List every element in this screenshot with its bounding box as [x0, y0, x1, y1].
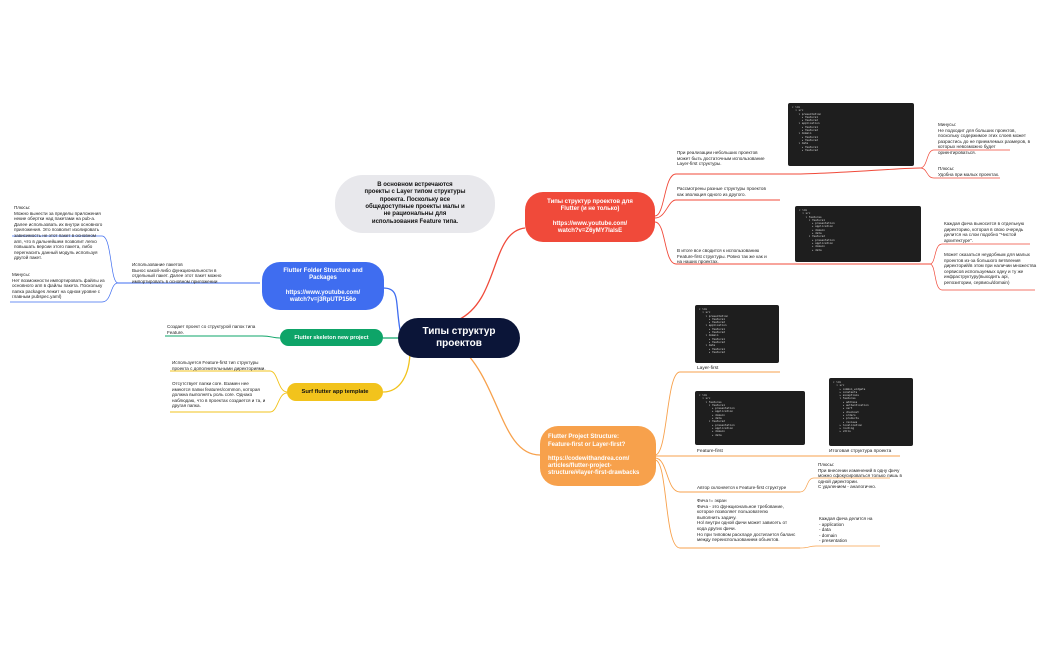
orange-note-pluses[interactable]: Плюсы: При внесении изменений в одну фич…	[818, 462, 902, 490]
orange-note-layers[interactable]: Каждая фича делится на - application - d…	[819, 516, 873, 544]
branch-red[interactable]: Типы структур проектов для Flutter (и не…	[525, 192, 655, 242]
orange-note-author[interactable]: Автор склоняется к Feature-first структу…	[697, 485, 787, 490]
connector-red-n1	[654, 167, 921, 217]
connector-orange-top	[654, 371, 780, 456]
connector-red-feat2	[929, 263, 1035, 291]
connector-orange-def	[654, 459, 800, 549]
red-note-feature-dirs[interactable]: Каждая фича выносится в отдельную директ…	[944, 221, 1025, 243]
red-note-feature-first[interactable]: В итоге все сводится к использованию Fea…	[677, 248, 767, 265]
connector-yellow-n1	[170, 370, 288, 393]
connector-blue-pluses	[12, 235, 119, 284]
orange-note-feature-def[interactable]: Фича != экран Фича - это функциональное …	[697, 498, 796, 543]
code-feature-first: ▾ lib ▾ src ▾ features ▾ feature1 ▸ pres…	[695, 391, 805, 445]
connector-center-blue	[382, 287, 401, 331]
code-layer-first: ▾ lib ▾ src ▾ presentation ▸ feature1 ▸ …	[695, 305, 779, 363]
connector-blue-minuses	[10, 282, 119, 303]
caption-feature-first: Feature-first	[697, 449, 723, 454]
code-layer-first-small: ▾ lib ▾ src ▾ presentation ▸ feature1 ▸ …	[788, 103, 914, 166]
intro-note[interactable]: В основном встречаются проекты с Layer т…	[335, 175, 495, 233]
yellow-note-feature-first[interactable]: Используется Feature-first тип структуры…	[172, 360, 266, 371]
connector-orange-pluses	[799, 477, 890, 493]
connector-red-minus	[919, 149, 1010, 169]
caption-layer-first: Layer-first	[697, 366, 719, 371]
branch-green[interactable]: Flutter skeleton new project	[280, 329, 383, 346]
connector-center-yellow	[382, 349, 411, 393]
red-note-layer-small[interactable]: При реализации небольших проектов может …	[677, 150, 765, 167]
blue-note-packages[interactable]: Использование пакетов Вынос какой-либо ф…	[132, 262, 222, 284]
branch-yellow[interactable]: Surf flutter app template	[287, 383, 383, 401]
connector-center-red	[457, 227, 526, 321]
connector-green-n1	[165, 335, 281, 339]
connector-red-n2	[654, 199, 780, 219]
connector-orange-layers	[799, 545, 880, 549]
blue-note-pluses[interactable]: Плюсы: Можно вынести за пределы приложен…	[14, 205, 103, 261]
green-note-skeleton[interactable]: Создает проект со структурой папок типа …	[167, 324, 256, 335]
blue-note-minuses[interactable]: Минусы: Нет возможности импортировать фа…	[12, 272, 105, 300]
connector-yellow-n2	[170, 392, 288, 413]
connector-orange-author	[654, 457, 800, 493]
code-feature-first-small: ▾ lib ▾ src ▾ features ▾ feature1 ▸ pres…	[795, 206, 921, 262]
caption-final-structure: Итоговая структура проекта	[829, 449, 892, 454]
code-final-structure: ▾ lib ▾ src ▸ common_widgets ▸ constants…	[829, 378, 913, 446]
red-note-feature-drawback[interactable]: Может оказаться неудобным для малых прое…	[944, 252, 1037, 285]
red-note-pluses[interactable]: Плюсы: Удобна при малых проектах.	[938, 166, 1000, 177]
yellow-note-common[interactable]: Отсутствует папки core. Взамен нее имеют…	[172, 381, 266, 409]
branch-orange[interactable]: Flutter Project Structure: Feature-first…	[540, 426, 656, 486]
branch-blue[interactable]: Flutter Folder Structure and Packages ht…	[262, 262, 384, 310]
connector-red-n3	[654, 221, 930, 265]
connector-red-plus	[919, 167, 1000, 179]
connector-red-feat1	[929, 243, 1030, 265]
connector-center-orange	[457, 344, 541, 456]
red-note-minuses[interactable]: Минусы: Не подходит для больших проектов…	[938, 122, 1031, 155]
central-topic[interactable]: Типы структур проектов	[398, 318, 520, 358]
red-note-evolution[interactable]: Рассмотрены разные структуры проектов ка…	[677, 186, 766, 197]
